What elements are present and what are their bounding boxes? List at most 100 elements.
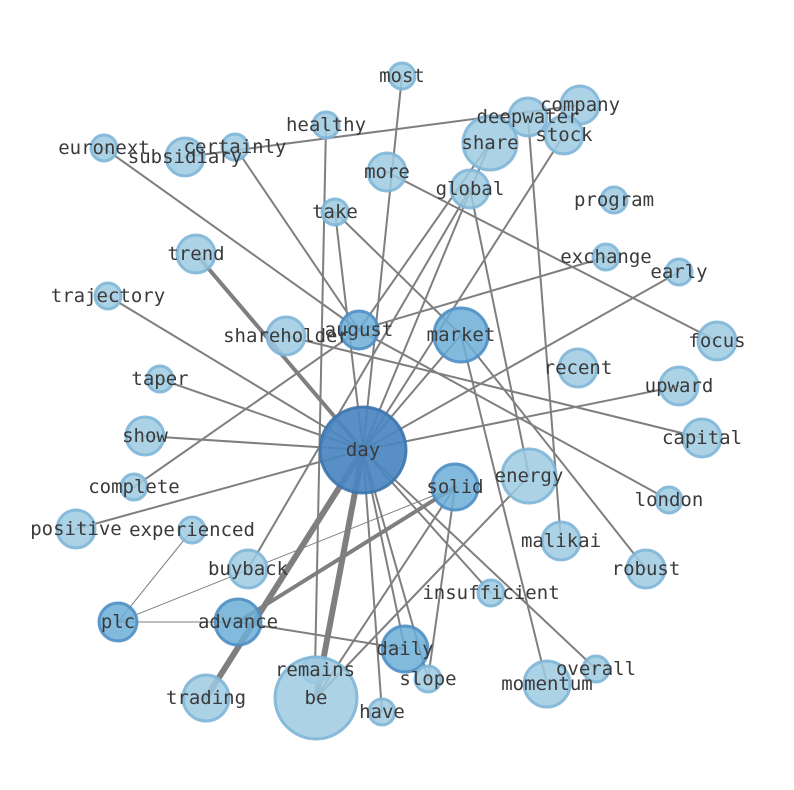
- node-positive: [55, 508, 97, 550]
- node-capital: [681, 417, 723, 459]
- node-solid: [430, 462, 480, 512]
- node-label-certainly: certainly: [184, 136, 287, 158]
- node-label-experienced: experienced: [129, 519, 255, 541]
- node-label-trajectory: trajectory: [51, 285, 165, 307]
- edge-day-positive: [75, 449, 364, 530]
- node-label-most: most: [379, 65, 425, 87]
- node-show: [124, 415, 166, 457]
- node-label-energy: energy: [495, 465, 564, 487]
- edge-august-london: [358, 329, 670, 501]
- node-complete: [119, 472, 149, 502]
- node-label-momentum: momentum: [501, 673, 593, 695]
- edge-day-stock: [362, 134, 565, 451]
- node-robust: [625, 548, 667, 590]
- node-stock: [543, 114, 585, 156]
- node-label-deepwater: deepwater: [477, 106, 580, 128]
- node-label-share: share: [461, 132, 518, 154]
- node-label-shareholder: shareholder: [223, 325, 349, 347]
- node-label-taper: taper: [131, 368, 188, 390]
- node-label-early: early: [650, 261, 707, 283]
- node-share: [461, 114, 519, 172]
- node-label-complete: complete: [88, 476, 180, 498]
- node-label-overall: overall: [556, 658, 636, 680]
- node-label-be: be: [305, 687, 328, 709]
- node-more: [366, 151, 408, 193]
- node-london: [654, 485, 684, 515]
- node-label-subsidiary: subsidiary: [128, 146, 242, 168]
- node-have: [367, 697, 397, 727]
- node-daily: [380, 624, 430, 674]
- node-experienced: [177, 515, 207, 545]
- node-most: [387, 61, 417, 91]
- node-label-market: market: [427, 324, 496, 346]
- node-focus: [696, 320, 738, 362]
- node-label-positive: positive: [30, 518, 122, 540]
- node-trend: [175, 233, 217, 275]
- node-label-capital: capital: [662, 427, 742, 449]
- node-label-solid: solid: [426, 476, 483, 498]
- node-label-trading: trading: [166, 687, 246, 709]
- edge-more-focus: [386, 171, 718, 342]
- node-label-insufficient: insufficient: [422, 582, 559, 604]
- node-label-slope: slope: [399, 668, 456, 690]
- node-insufficient: [476, 578, 506, 608]
- node-plc: [97, 601, 139, 643]
- node-label-remains: remains: [275, 659, 355, 681]
- node-label-company: company: [540, 94, 620, 116]
- edge-take-market: [334, 211, 462, 336]
- edge-global-energy: [469, 188, 530, 477]
- node-label-program: program: [574, 189, 654, 211]
- node-label-robust: robust: [612, 558, 681, 580]
- node-trajectory: [93, 281, 123, 311]
- edge-day-trading: [203, 447, 366, 701]
- edge-solid-advance: [236, 485, 457, 624]
- node-global: [449, 168, 491, 210]
- node-exchange: [591, 242, 621, 272]
- edge-solid-slope: [427, 486, 456, 680]
- edge-market-momentum: [460, 334, 548, 685]
- node-august: [338, 309, 380, 351]
- node-label-trend: trend: [167, 243, 224, 265]
- node-label-stock: stock: [535, 124, 593, 146]
- node-overall: [581, 654, 611, 684]
- node-label-show: show: [122, 425, 168, 447]
- edge-august-certainly: [234, 146, 360, 331]
- node-upward: [658, 365, 700, 407]
- node-label-focus: focus: [688, 330, 745, 352]
- edge-august-exchange: [358, 256, 607, 331]
- node-healthy: [311, 110, 341, 140]
- node-label-day: day: [346, 439, 380, 461]
- edge-market-robust: [460, 334, 647, 570]
- node-market: [432, 306, 490, 364]
- edge-day-early: [362, 271, 680, 451]
- node-recent: [557, 347, 599, 389]
- node-label-buyback: buyback: [208, 558, 289, 580]
- node-label-healthy: healthy: [286, 114, 366, 136]
- node-slope: [413, 664, 443, 694]
- node-label-malikai: malikai: [521, 530, 601, 552]
- node-taper: [145, 364, 175, 394]
- edge-august-euronext: [103, 147, 360, 331]
- node-label-euronext: euronext: [58, 137, 150, 159]
- edge-shareholder-capital: [285, 335, 703, 439]
- node-label-have: have: [359, 701, 405, 723]
- node-early: [664, 257, 694, 287]
- node-energy: [500, 447, 558, 505]
- node-label-upward: upward: [645, 375, 714, 397]
- node-label-london: london: [635, 489, 704, 511]
- node-advance: [213, 597, 263, 647]
- node-momentum: [522, 659, 572, 709]
- node-deepwater: [507, 96, 549, 138]
- node-label-daily: daily: [376, 638, 433, 660]
- node-buyback: [227, 548, 269, 590]
- edge-energy-be: [315, 475, 530, 699]
- node-label-plc: plc: [101, 611, 135, 633]
- node-day: [318, 405, 408, 495]
- node-label-recent: recent: [544, 357, 613, 379]
- node-label-advance: advance: [198, 611, 278, 633]
- edge-solid-plc: [117, 486, 456, 623]
- node-trading: [181, 673, 231, 723]
- edge-global-buyback: [247, 188, 471, 570]
